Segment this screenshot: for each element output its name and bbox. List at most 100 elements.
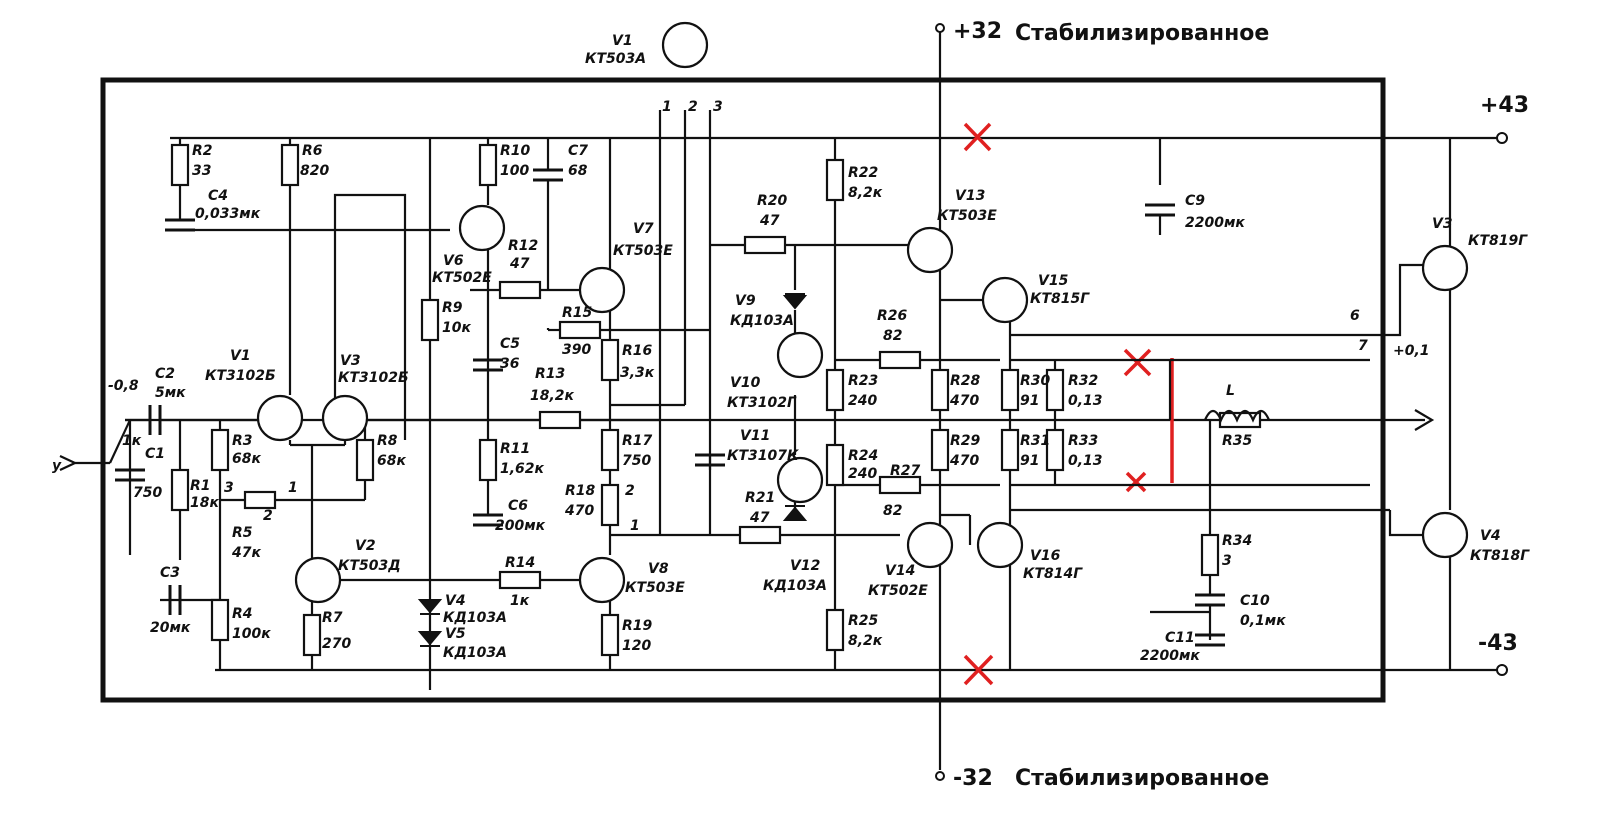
t13-type: КТ819Г <box>1468 233 1528 249</box>
r28-ref: R29 <box>950 433 981 449</box>
r10-ref: R11 <box>500 441 530 457</box>
r19-ref: R20 <box>757 193 788 209</box>
r18-pin2: 2 <box>625 483 635 499</box>
r3-val: 100к <box>232 626 271 642</box>
t3-type: КТ503Д <box>338 558 401 574</box>
input-bias-label: -0,8 <box>108 378 139 394</box>
t9-type: КТ503Е <box>937 208 997 224</box>
r10-val: 1,62к <box>500 461 545 477</box>
minus32-terminal <box>935 771 945 781</box>
r28-val: 470 <box>949 453 979 469</box>
r9-val: 100 <box>500 163 529 179</box>
transistor-bodies <box>256 21 1469 604</box>
r33-ref: R34 <box>1222 533 1252 549</box>
r18-ref: R19 <box>622 618 653 634</box>
r0-val: 18к <box>190 495 219 511</box>
r18-val: 120 <box>622 638 651 654</box>
diode-symbols <box>417 293 808 647</box>
r16-val: 750 <box>622 453 651 469</box>
c4-ref: C5 <box>500 336 520 352</box>
r15-ref: R16 <box>622 343 653 359</box>
r8-ref: R9 <box>442 300 463 316</box>
r0-ref: R1 <box>190 478 211 494</box>
r20-val: 47 <box>749 510 770 526</box>
t1-type: КТ3102Б <box>205 368 276 384</box>
r29-ref: R30 <box>1020 373 1051 389</box>
r25-val: 82 <box>883 328 902 344</box>
minus43-terminal <box>1496 664 1508 676</box>
r24-ref: R25 <box>848 613 879 629</box>
pin6-label: 6 <box>1350 308 1360 324</box>
c5-ref: C6 <box>508 498 528 514</box>
r15-val: 3,3к <box>620 365 655 381</box>
r18-pin1: 1 <box>630 518 640 534</box>
r12-val: 18,2к <box>530 388 575 404</box>
t14-type: КТ818Г <box>1470 548 1530 564</box>
t3-ref: V2 <box>355 538 376 554</box>
d1-type: КД103А <box>443 645 507 661</box>
t13-ref: V3 <box>1432 216 1453 232</box>
t4-type: КТ502Е <box>432 270 492 286</box>
r1-val: 33 <box>192 163 211 179</box>
r25-ref: R26 <box>877 308 908 324</box>
t0-type: КТ503А <box>585 51 646 67</box>
t5-type: КТ503Е <box>613 243 673 259</box>
t12-type: КТ814Г <box>1023 566 1083 582</box>
c8-ref: C10 <box>1240 593 1270 609</box>
t7-type: КТ3102Г <box>727 395 797 411</box>
r22-val: 240 <box>848 393 877 409</box>
plus43-terminal <box>1496 132 1508 144</box>
c4-val: 36 <box>500 356 520 372</box>
c7-val: 2200мк <box>1185 215 1245 231</box>
cut-mark-bottom <box>963 654 994 686</box>
r5-ref: R6 <box>302 143 323 159</box>
resistor-bodies <box>170 143 1262 657</box>
d0-type: КД103А <box>443 610 507 626</box>
r23-val: 240 <box>848 466 877 482</box>
d0-ref: V4 <box>445 593 466 609</box>
r30-ref: R31 <box>1020 433 1050 449</box>
r2-ref: R3 <box>232 433 253 449</box>
t5-ref: V7 <box>633 221 654 237</box>
t12-ref: V16 <box>1030 548 1061 564</box>
t10-type: КТ502Е <box>868 583 928 599</box>
c6-ref: C7 <box>568 143 588 159</box>
r13-val: 1к <box>510 593 530 609</box>
r21-ref: R22 <box>848 165 878 181</box>
r3-ref: R4 <box>232 606 253 622</box>
t4-ref: V6 <box>443 253 464 269</box>
d1-ref: V5 <box>445 626 466 642</box>
d3-ref: V12 <box>790 558 820 574</box>
r1-ref: R2 <box>192 143 213 159</box>
d3-type: КД103А <box>763 578 827 594</box>
inductor-label: L <box>1226 383 1235 399</box>
r26-ref: R27 <box>890 463 921 479</box>
r14-val: 390 <box>562 342 591 358</box>
r5-pin1: 1 <box>288 480 298 496</box>
r5-pin3: 3 <box>224 480 234 496</box>
c3-ref: C4 <box>208 188 228 204</box>
c1-val: 5мк <box>155 385 186 401</box>
t11-ref: V15 <box>1038 273 1069 289</box>
t6-type: КТ503Е <box>625 580 685 596</box>
c8-val: 0,1мк <box>1240 613 1286 629</box>
r34-ref: R35 <box>1222 433 1253 449</box>
t8-type: КТ3107К <box>727 448 799 464</box>
t2-ref: V3 <box>340 353 361 369</box>
d2-type: КД103А <box>730 313 794 329</box>
r5-val: 820 <box>300 163 329 179</box>
c2-ref: C3 <box>160 565 180 581</box>
r4-ref: R5 <box>232 525 253 541</box>
r8-val: 10к <box>442 320 471 336</box>
d2-ref: V9 <box>735 293 756 309</box>
r11-ref: R12 <box>508 238 538 254</box>
r11-val: 47 <box>509 256 530 272</box>
r31-ref: R32 <box>1068 373 1098 389</box>
input-arrow-icon <box>59 455 78 471</box>
r32-ref: R33 <box>1068 433 1098 449</box>
c0-ref: C1 <box>145 446 165 462</box>
